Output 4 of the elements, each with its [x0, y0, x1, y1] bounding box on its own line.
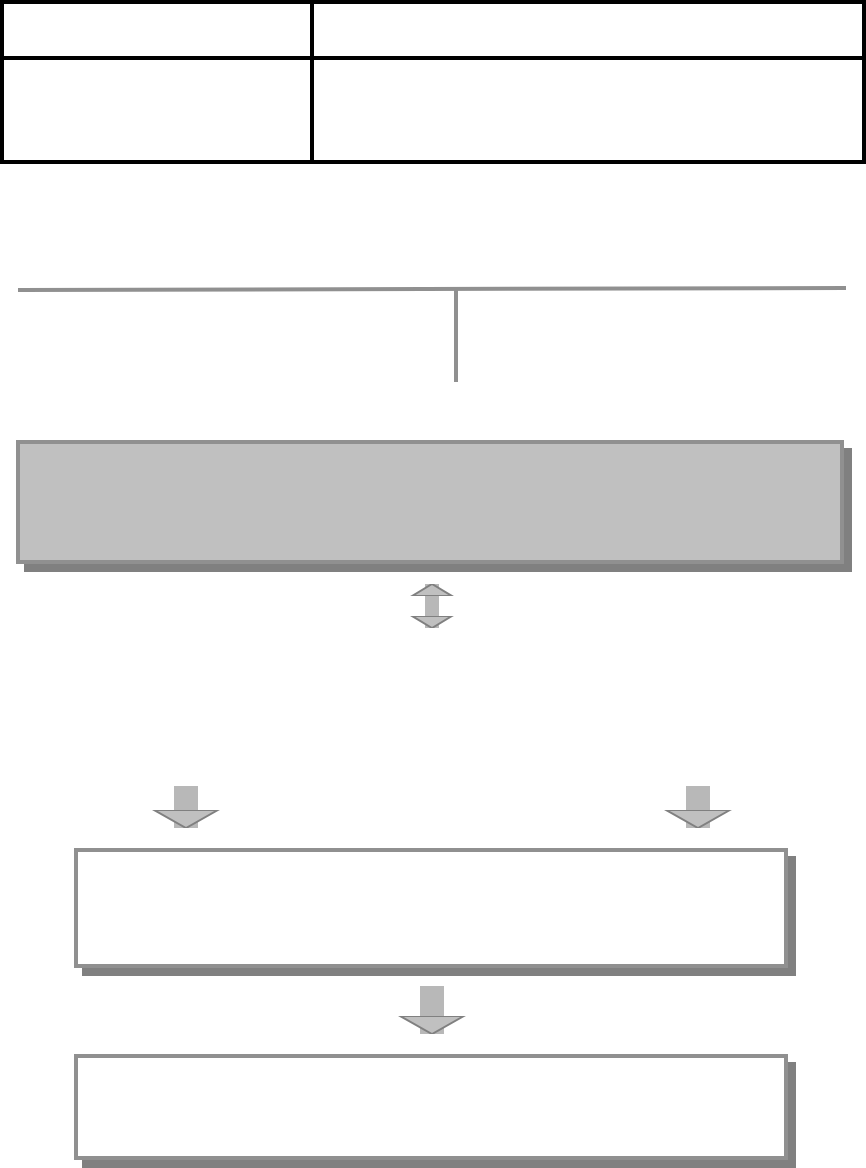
arrow [399, 986, 465, 1035]
double-arrow [411, 583, 453, 629]
arrow [153, 786, 219, 829]
arrow [665, 786, 731, 829]
